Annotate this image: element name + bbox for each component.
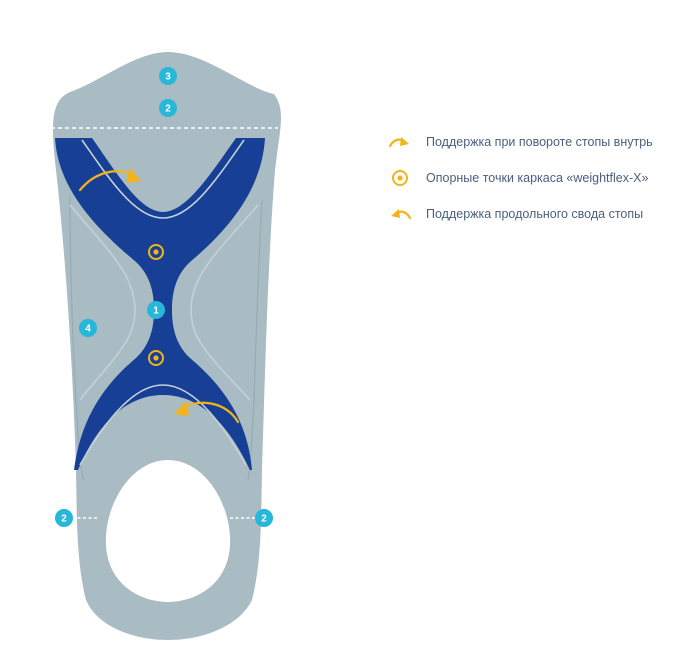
x-frame-outline-top: [81, 139, 245, 219]
svg-text:1: 1: [153, 306, 159, 317]
svg-text:2: 2: [61, 514, 67, 525]
legend-item-inward-rotation: Поддержка при повороте стопы внутрь: [388, 124, 653, 160]
legend-item-support-points: Опорные точки каркаса «weightflex-X»: [388, 160, 653, 196]
legend-label: Опорные точки каркаса «weightflex-X»: [426, 171, 649, 185]
x-frame-outline-right: [190, 204, 259, 401]
target-circle-icon: [388, 168, 412, 188]
marker-1: 1: [147, 301, 165, 319]
marker-2-right: 2: [255, 509, 273, 527]
legend: Поддержка при повороте стопы внутрь Опор…: [388, 124, 653, 232]
legend-label: Поддержка при повороте стопы внутрь: [426, 135, 653, 149]
svg-text:3: 3: [165, 72, 171, 83]
curved-arrow-right-icon: [388, 132, 412, 152]
svg-text:2: 2: [261, 514, 267, 525]
legend-item-arch-support: Поддержка продольного свода стопы: [388, 196, 653, 232]
marker-2-left: 2: [55, 509, 73, 527]
marker-4: 4: [79, 319, 97, 337]
x-frame-outline-left: [69, 204, 136, 401]
inward-rotation-arrow: [78, 168, 141, 192]
svg-text:4: 4: [85, 324, 91, 335]
support-point-upper: [148, 244, 164, 260]
arch-support-arrow: [174, 401, 240, 424]
curved-arrow-left-icon: [388, 204, 412, 224]
support-point-lower: [148, 350, 164, 366]
marker-2-top: 2: [159, 99, 177, 117]
x-frame-outline-bottom: [79, 384, 247, 466]
legend-label: Поддержка продольного свода стопы: [426, 207, 644, 221]
svg-text:2: 2: [165, 104, 171, 115]
marker-3: 3: [159, 67, 177, 85]
